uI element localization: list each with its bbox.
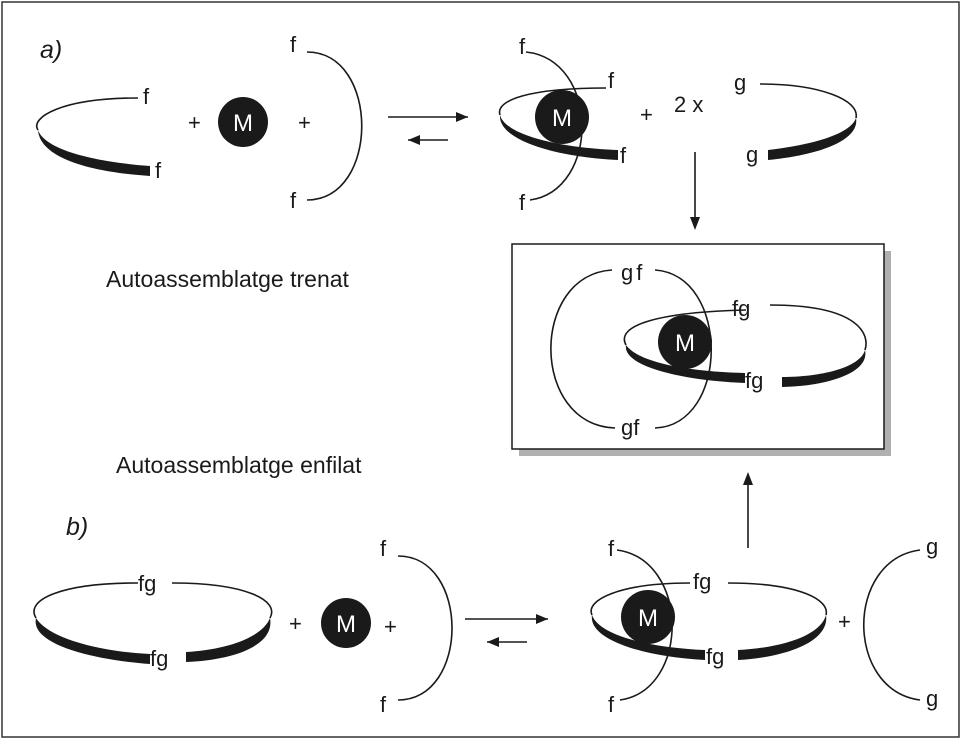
caption-threaded-in: Autoassemblatge enfilat: [116, 452, 362, 478]
ring-upper-right: [727, 582, 828, 616]
ring-upper-left: [590, 582, 691, 616]
end-label-g: g: [926, 686, 938, 711]
stoichiometry-label: 2 x: [674, 92, 703, 117]
end-label-f: f: [290, 188, 297, 213]
ring-upper-strand: [36, 97, 139, 131]
crescent-f-f: f f: [380, 536, 453, 717]
plus-sign: +: [289, 611, 302, 636]
end-label-f: f: [380, 536, 387, 561]
part-a-label: a): [40, 36, 62, 64]
equilibrium-arrows: [388, 112, 468, 145]
crescent-g-g: g g: [863, 534, 938, 711]
end-label-fg: fg: [138, 571, 156, 596]
ring-upper-right: [171, 582, 273, 619]
loop-left-outer: [550, 269, 616, 429]
crescent-f-f: f f: [290, 32, 363, 213]
caption-threaded: Autoassemblatge trenat: [106, 266, 350, 292]
metal-ion: M: [321, 598, 371, 648]
end-label-g: g: [926, 534, 938, 559]
end-label-g: g: [746, 142, 758, 167]
end-label-gf: gf: [621, 415, 640, 440]
crescent-arc: [306, 51, 363, 201]
ring-band-left: [625, 345, 745, 383]
end-label-f: f: [608, 692, 615, 717]
ring-band-right: [738, 615, 827, 660]
strand-upper: [759, 83, 857, 119]
end-label-f: f: [290, 32, 297, 57]
metal-label: M: [675, 330, 695, 357]
ring-lower-band: [499, 115, 618, 160]
ring-band-left: [591, 615, 705, 660]
metal-label: M: [552, 105, 572, 132]
metal-label: M: [233, 110, 253, 137]
crescent-g-g: g g: [734, 70, 857, 167]
ring-upper-strand: [498, 87, 607, 116]
plus-sign: +: [640, 102, 653, 127]
ring-f-open: f f: [36, 84, 162, 183]
loop-left-inner: [654, 269, 713, 429]
end-label-f: f: [143, 84, 150, 109]
ring-band-right: [186, 618, 271, 662]
end-label-f: f: [380, 692, 387, 717]
strand-lower-band: [768, 118, 857, 160]
plus-sign: +: [188, 110, 201, 135]
ring-lower-band: [38, 130, 150, 176]
crescent-arc: [397, 555, 453, 701]
crescent-arc: [863, 549, 921, 701]
ring-upper-left: [33, 582, 139, 619]
ring-band-left: [35, 618, 150, 664]
end-label-fg: fg: [732, 296, 750, 321]
end-label-f: f: [608, 536, 615, 561]
ring-upper-right: [769, 304, 867, 351]
up-arrow: [743, 472, 753, 548]
metal-label: M: [336, 611, 356, 638]
end-label-g: g: [621, 260, 633, 285]
ring-fg-closed: fg fg: [33, 571, 273, 671]
part-b-label: b): [66, 513, 88, 541]
end-label-f: f: [620, 143, 627, 168]
end-label-f: f: [519, 190, 526, 215]
metal-complex-b: M f fg fg f: [590, 536, 828, 717]
down-arrow: [690, 152, 700, 230]
end-label-g: g: [734, 70, 746, 95]
plus-sign: +: [384, 614, 397, 639]
end-label-f: f: [636, 260, 643, 285]
metal-ion: M: [218, 97, 268, 147]
end-label-fg: fg: [745, 368, 763, 393]
ring-upper-left: [623, 309, 747, 346]
plus-sign: +: [298, 110, 311, 135]
metal-label: M: [638, 605, 658, 632]
end-label-f: f: [155, 158, 162, 183]
end-label-f: f: [519, 34, 526, 59]
plus-sign: +: [838, 609, 851, 634]
end-label-fg: fg: [150, 646, 168, 671]
ring-band-right: [782, 350, 866, 387]
equilibrium-arrows: [465, 614, 548, 647]
end-label-fg: fg: [706, 644, 724, 669]
metal-complex-a: M f f f f: [498, 34, 627, 215]
end-label-fg: fg: [693, 569, 711, 594]
end-label-f: f: [608, 68, 615, 93]
